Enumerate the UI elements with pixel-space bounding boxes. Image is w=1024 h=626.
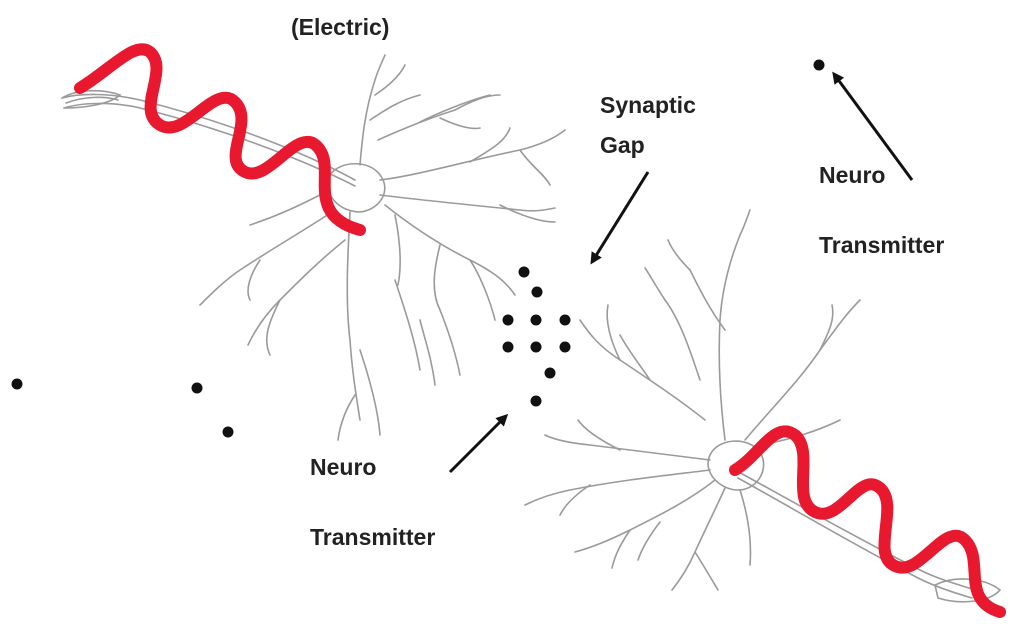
left-neuron — [62, 55, 565, 440]
arrow-icon — [450, 416, 506, 472]
neurotransmitter-dot — [12, 379, 23, 390]
neurotransmitter-dot — [519, 267, 530, 278]
electric-signal-wave-left — [80, 49, 360, 230]
right-neuron — [525, 210, 1000, 602]
neurotransmitter-dot — [531, 315, 542, 326]
neuro-transmitter-label-right-line1: Neuro — [819, 164, 885, 187]
neuro-transmitter-label-left-line1: Neuro — [310, 456, 376, 479]
synaptic-gap-label-line1: Synaptic — [600, 94, 696, 117]
neuro-transmitter-label-left-line2: Transmitter — [310, 526, 435, 549]
neurotransmitter-dot — [560, 315, 571, 326]
neurotransmitter-dots — [12, 60, 825, 438]
neurotransmitter-dot — [531, 342, 542, 353]
neurotransmitter-dot — [223, 427, 234, 438]
neurotransmitter-dot — [531, 396, 542, 407]
neurotransmitter-dot — [503, 342, 514, 353]
neurotransmitter-dot — [545, 368, 556, 379]
electric-label: (Electric) — [291, 16, 389, 39]
neurotransmitter-dot — [192, 383, 203, 394]
neuro-transmitter-label-right-line2: Transmitter — [819, 234, 944, 257]
synaptic-gap-label-line2: Gap — [600, 134, 645, 157]
neurotransmitter-dot — [814, 60, 825, 71]
arrow-icon — [592, 172, 648, 262]
neurotransmitter-dot — [503, 315, 514, 326]
neurotransmitter-dot — [532, 287, 543, 298]
neurotransmitter-dot — [560, 342, 571, 353]
